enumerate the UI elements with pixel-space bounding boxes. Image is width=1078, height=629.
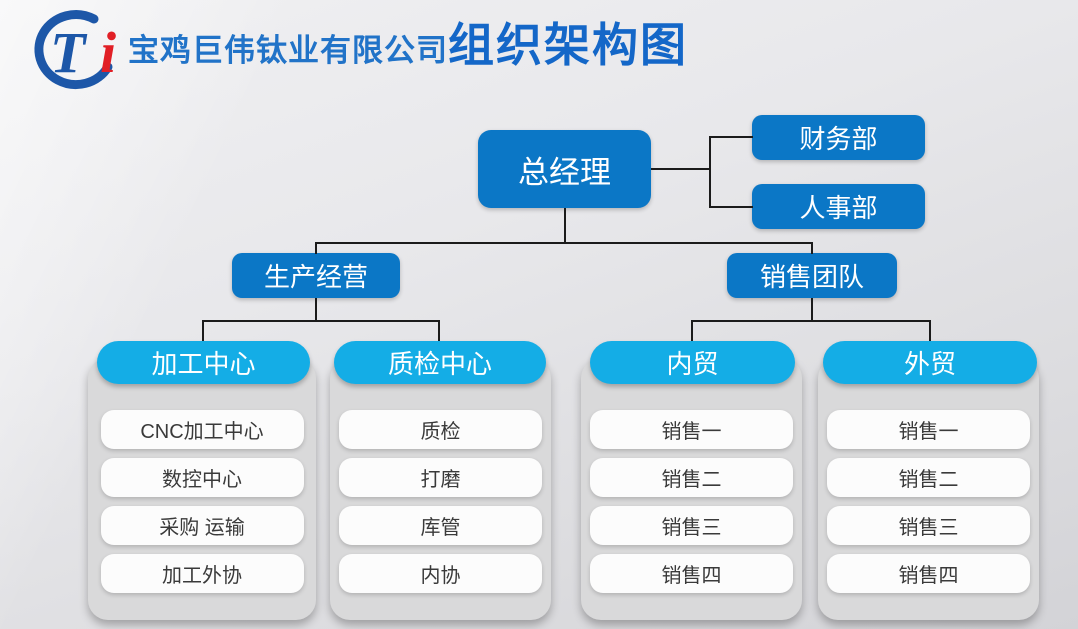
- connector-line: [929, 320, 931, 344]
- node-hr-dept: 人事部: [752, 184, 925, 229]
- org-unit-item: 打磨: [339, 458, 542, 497]
- org-unit-item: 销售二: [590, 458, 793, 497]
- column-foreign-trade: 销售一 销售二 销售三 销售四: [818, 358, 1039, 620]
- column-quality-center: 质检 打磨 库管 内协: [330, 358, 551, 620]
- header-quality-center: 质检中心: [334, 341, 546, 384]
- org-unit-item: CNC加工中心: [100, 410, 304, 449]
- org-unit-item: 销售一: [827, 410, 1030, 449]
- org-unit-item: 库管: [339, 506, 542, 545]
- connector-line: [315, 242, 317, 254]
- header-machining-center: 加工中心: [97, 341, 310, 384]
- connector-line: [315, 242, 813, 244]
- connector-line: [709, 206, 753, 208]
- org-unit-item: 销售一: [590, 410, 793, 449]
- node-finance-dept: 财务部: [752, 115, 925, 160]
- connector-line: [438, 320, 440, 344]
- header-domestic-trade: 内贸: [590, 341, 795, 384]
- org-unit-item: 数控中心: [100, 458, 304, 497]
- connector-line: [315, 298, 317, 322]
- org-unit-item: 销售四: [590, 554, 793, 593]
- page-title: 组织架构图: [448, 19, 688, 71]
- connector-line: [811, 298, 813, 322]
- page-header: 宝鸡巨伟钛业有限公司 组织架构图: [128, 16, 688, 80]
- column-domestic-trade: 销售一 销售二 销售三 销售四: [581, 358, 802, 620]
- node-production-operations: 生产经营: [232, 253, 400, 298]
- connector-line: [564, 208, 566, 244]
- connector-line: [691, 320, 693, 344]
- org-unit-item: 采购 运输: [100, 506, 304, 545]
- org-unit-item: 销售二: [827, 458, 1030, 497]
- connector-line: [691, 320, 931, 322]
- node-general-manager: 总经理: [478, 130, 651, 208]
- org-unit-item: 内协: [339, 554, 542, 593]
- org-unit-item: 销售三: [590, 506, 793, 545]
- org-unit-item: 销售三: [827, 506, 1030, 545]
- org-unit-item: 销售四: [827, 554, 1030, 593]
- connector-line: [651, 168, 710, 170]
- company-name: 宝鸡巨伟钛业有限公司: [128, 33, 448, 68]
- node-sales-team: 销售团队: [727, 253, 897, 298]
- column-machining-center: CNC加工中心 数控中心 采购 运输 加工外协: [88, 358, 316, 620]
- org-unit-item: 质检: [339, 410, 542, 449]
- connector-line: [709, 136, 711, 208]
- header-foreign-trade: 外贸: [823, 341, 1037, 384]
- org-unit-item: 加工外协: [100, 554, 304, 593]
- connector-line: [709, 136, 753, 138]
- company-ti-logo-icon: T i: [34, 10, 116, 90]
- logo-ti-text: T i: [50, 20, 116, 85]
- connector-line: [811, 242, 813, 254]
- connector-line: [202, 320, 440, 322]
- connector-line: [202, 320, 204, 344]
